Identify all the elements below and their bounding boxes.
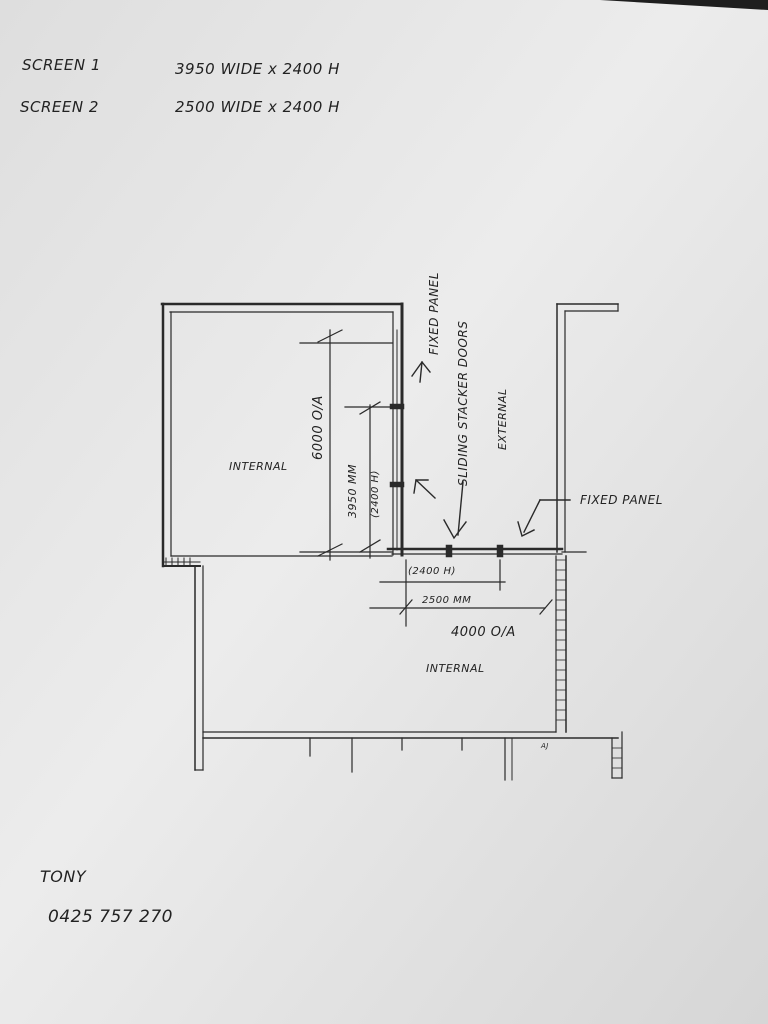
callout-fixed-panel-vertical: FIXED PANEL bbox=[427, 272, 441, 355]
callout-fixed-panel-horizontal: FIXED PANEL bbox=[580, 493, 663, 507]
screen1-label: SCREEN 1 bbox=[22, 56, 101, 74]
room-label-upper-internal: INTERNAL bbox=[229, 460, 288, 473]
right-wall bbox=[556, 303, 619, 553]
room-label-external: EXTERNAL bbox=[496, 388, 509, 450]
contact-phone: 0425 757 270 bbox=[48, 907, 173, 927]
upper-room-walls bbox=[160, 302, 404, 568]
sliding-doors-arrows bbox=[413, 479, 467, 540]
lower-room-walls bbox=[194, 555, 623, 781]
dimension-opening-vertical bbox=[299, 401, 393, 559]
screen1-vertical-doors bbox=[389, 302, 405, 557]
dim-label-2400h-horizontal: (2400 H) bbox=[408, 566, 456, 577]
dimension-opening-horizontal bbox=[369, 559, 553, 627]
fixed-panel-vertical-arrow bbox=[411, 360, 431, 383]
screen1-size: 3950 WIDE x 2400 H bbox=[175, 60, 340, 78]
dim-label-6000-oa: 6000 O/A bbox=[311, 395, 326, 460]
dim-label-3950-mm: 3950 MM bbox=[346, 464, 359, 518]
dim-label-2400h-vertical: (2400 H) bbox=[370, 470, 381, 518]
fixed-panel-horizontal-arrow bbox=[517, 499, 571, 538]
callout-sliding-stacker-doors: SLIDING STACKER DOORS bbox=[456, 321, 470, 486]
room-label-lower-internal: INTERNAL bbox=[426, 662, 485, 675]
screen2-horizontal-doors bbox=[386, 544, 564, 558]
dim-label-4000-oa: 4000 O/A bbox=[451, 625, 516, 640]
floor-plan bbox=[160, 302, 623, 781]
screen2-label: SCREEN 2 bbox=[20, 98, 99, 116]
drawing-initials: AJ bbox=[540, 742, 549, 750]
paper-edge-shadow bbox=[600, 0, 768, 10]
dim-label-2500-mm: 2500 MM bbox=[422, 595, 471, 606]
contact-name: TONY bbox=[40, 867, 87, 886]
dimension-overall-vertical bbox=[299, 329, 393, 561]
screen2-size: 2500 WIDE x 2400 H bbox=[175, 98, 340, 116]
